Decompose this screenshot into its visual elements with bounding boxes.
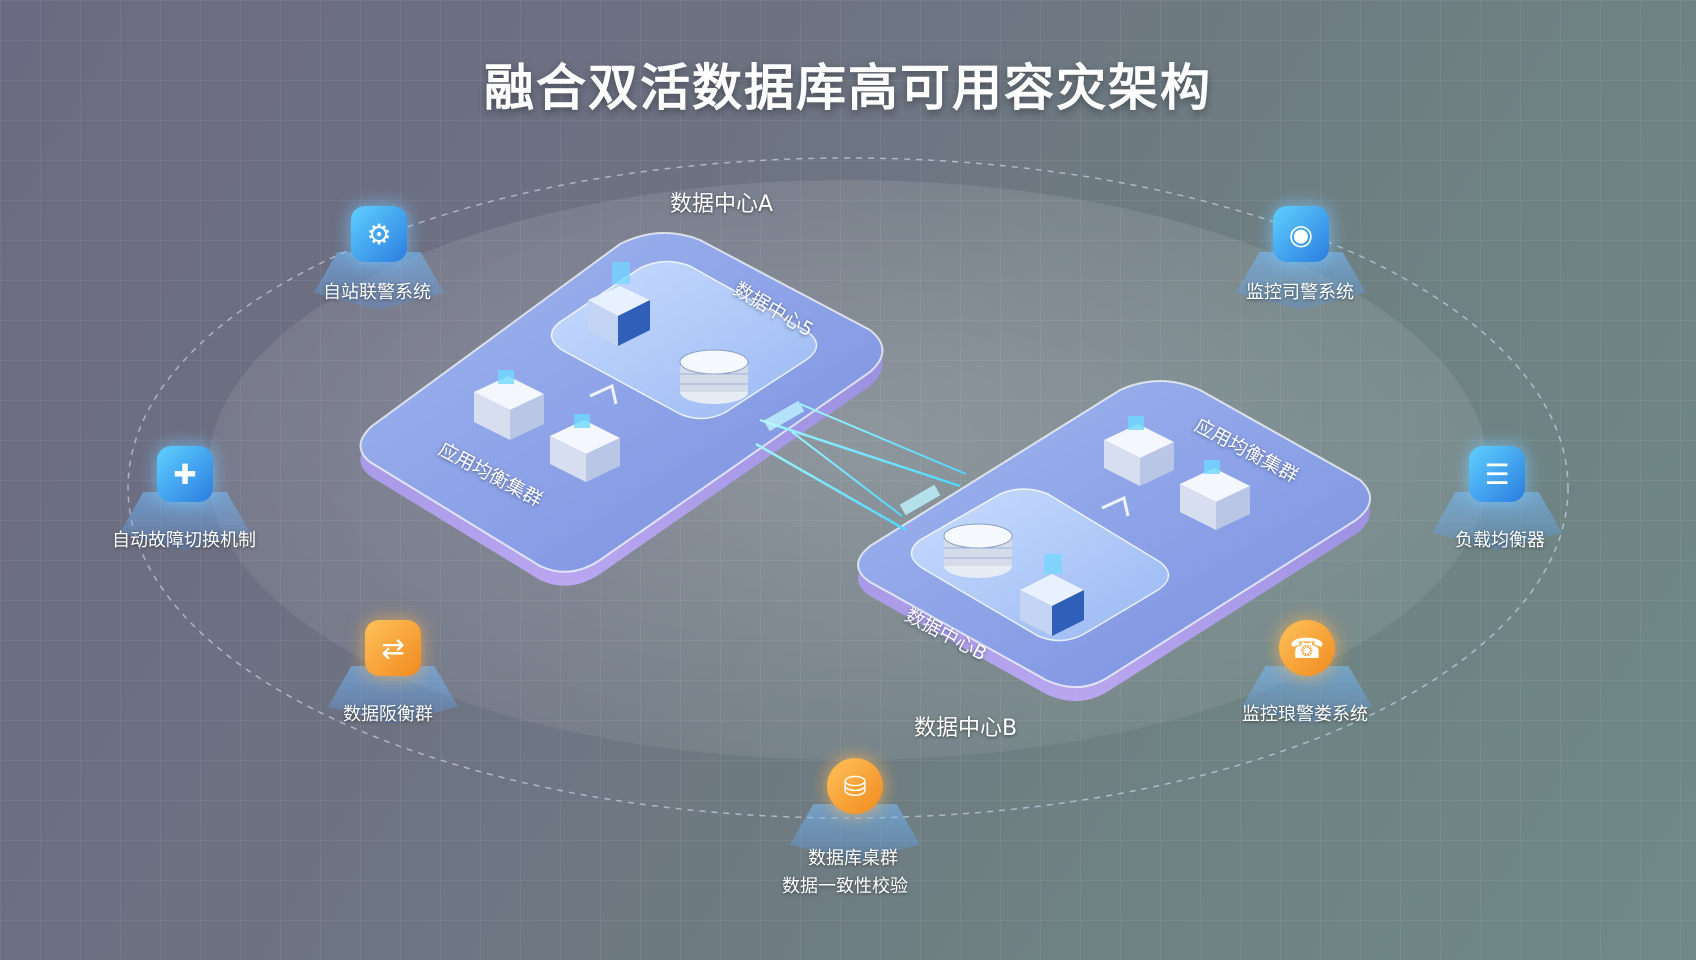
page-title: 融合双活数据库高可用容灾架构	[484, 59, 1212, 117]
lb-server-a2	[550, 414, 620, 482]
monitor-ring-icon: ◉	[1273, 206, 1329, 262]
node-bottom: ⛁	[790, 752, 920, 862]
database-check-icon: ⛁	[827, 758, 883, 814]
load-balancer-icon: ☰	[1469, 446, 1525, 502]
node-low-right-label: 监控琅警娄系统	[1242, 704, 1368, 725]
node-bottom-label: 数据库桌群	[808, 848, 898, 869]
node-top-right: ◉	[1236, 200, 1366, 310]
platform-b	[857, 380, 1371, 702]
node-mid-left-label: 自动故障切换机制	[112, 530, 256, 551]
node-mid-left: ✚	[120, 440, 250, 550]
failover-icon: ✚	[157, 446, 213, 502]
platform-a	[359, 231, 884, 586]
lb-server-a1	[474, 370, 544, 440]
alert-icon: ☎	[1279, 620, 1335, 676]
node-top-left: ⚙	[314, 200, 444, 310]
lb-server-b2	[1180, 460, 1250, 530]
node-mid-right: ☰	[1432, 440, 1562, 550]
database-cylinder-a	[679, 349, 749, 404]
node-bottom-sublabel: 数据一致性校验	[782, 876, 908, 897]
sync-icon: ⇄	[365, 620, 421, 676]
node-low-right: ☎	[1242, 614, 1372, 724]
dc-a-label: 数据中心A	[670, 192, 774, 217]
node-mid-right-label: 负载均衡器	[1455, 530, 1545, 551]
dc-b-label: 数据中心B	[914, 716, 1018, 741]
replication-links	[755, 400, 967, 532]
flow-arrow-b	[1101, 495, 1130, 517]
database-cylinder-b	[943, 523, 1013, 578]
network-icon: ⚙	[351, 206, 407, 262]
lb-server-b1	[1104, 416, 1174, 486]
server-rack-a1	[588, 262, 650, 346]
node-top-left-label: 自站联警系统	[323, 282, 431, 303]
node-low-left: ⇄	[328, 614, 458, 724]
node-low-left-label: 数据阪衡群	[343, 704, 433, 725]
node-top-right-label: 监控司警系统	[1246, 282, 1354, 303]
server-rack-b1	[1020, 554, 1084, 636]
flow-arrow-a	[589, 383, 618, 405]
